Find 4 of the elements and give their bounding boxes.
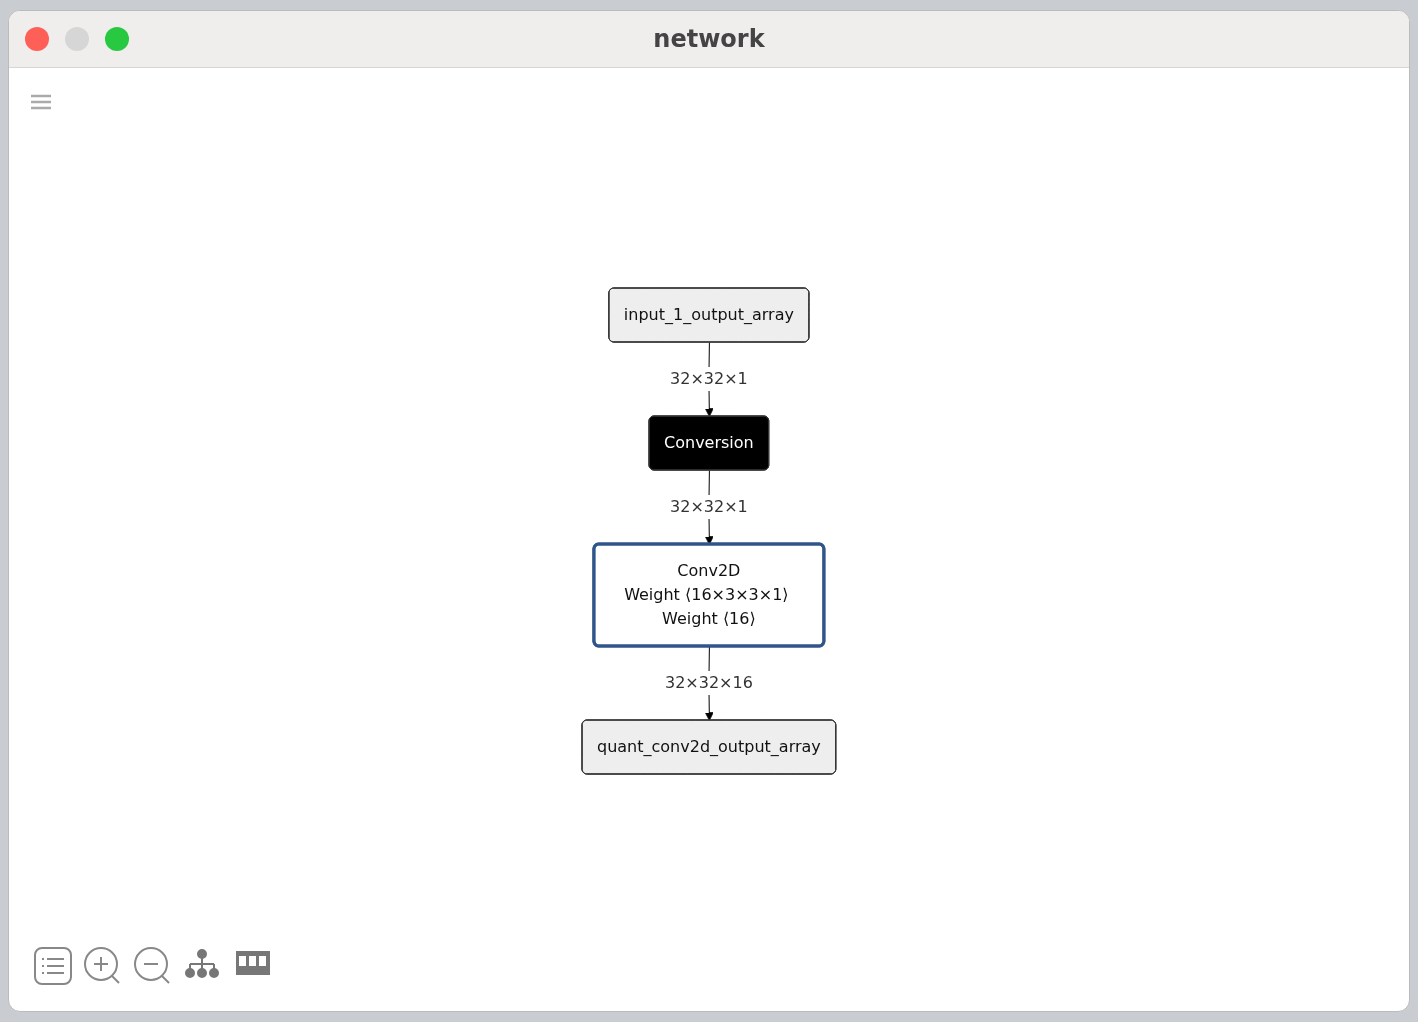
edge-label: 32×32×1 [670, 497, 748, 516]
edge-label: 32×32×16 [665, 673, 753, 692]
edge-label: 32×32×1 [670, 369, 748, 388]
window-title: network [653, 25, 765, 53]
